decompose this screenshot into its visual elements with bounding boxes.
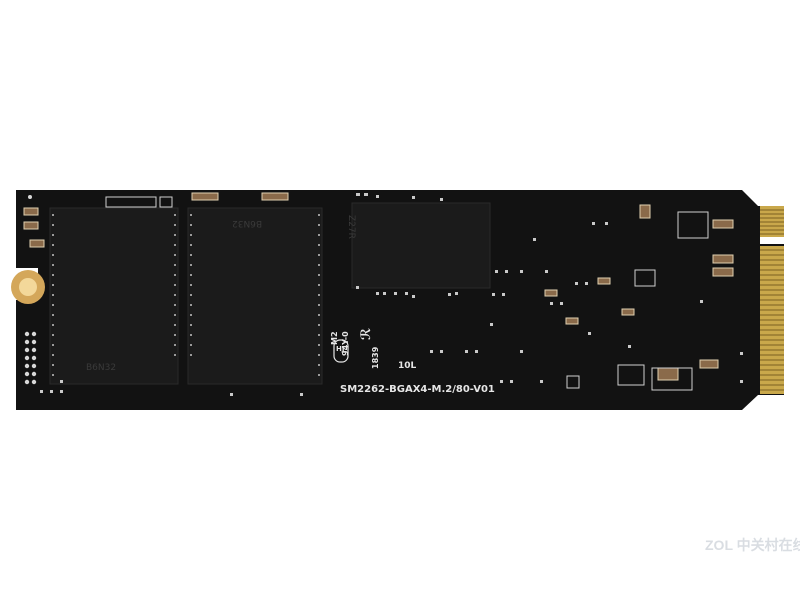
main-silkscreen: SM2262-BGAX4-M.2/80-V01 xyxy=(340,384,495,395)
hj-logo-text: HJ xyxy=(336,345,345,353)
hj-logo xyxy=(333,339,349,363)
chip-label-2: B6N32 xyxy=(232,218,263,228)
gold-connector xyxy=(760,206,784,394)
controller-chip xyxy=(351,193,491,298)
ic-footprints xyxy=(105,196,709,391)
mark-10l: 10L xyxy=(398,361,417,371)
ul-logo: ℛ xyxy=(359,327,374,340)
test-pad-grid xyxy=(24,195,37,385)
nand-chip-2 xyxy=(187,207,323,385)
passive-components xyxy=(23,192,734,381)
mark-1839: 1839 xyxy=(371,346,380,369)
mark-m2: M2 xyxy=(330,331,339,345)
watermark: ZOL 中关村在线 xyxy=(705,537,800,553)
test-points xyxy=(40,222,743,396)
chip-label-3: Z27R xyxy=(346,215,356,239)
nand-chip-1 xyxy=(49,207,179,385)
chip-label-1: B6N32 xyxy=(86,363,117,373)
